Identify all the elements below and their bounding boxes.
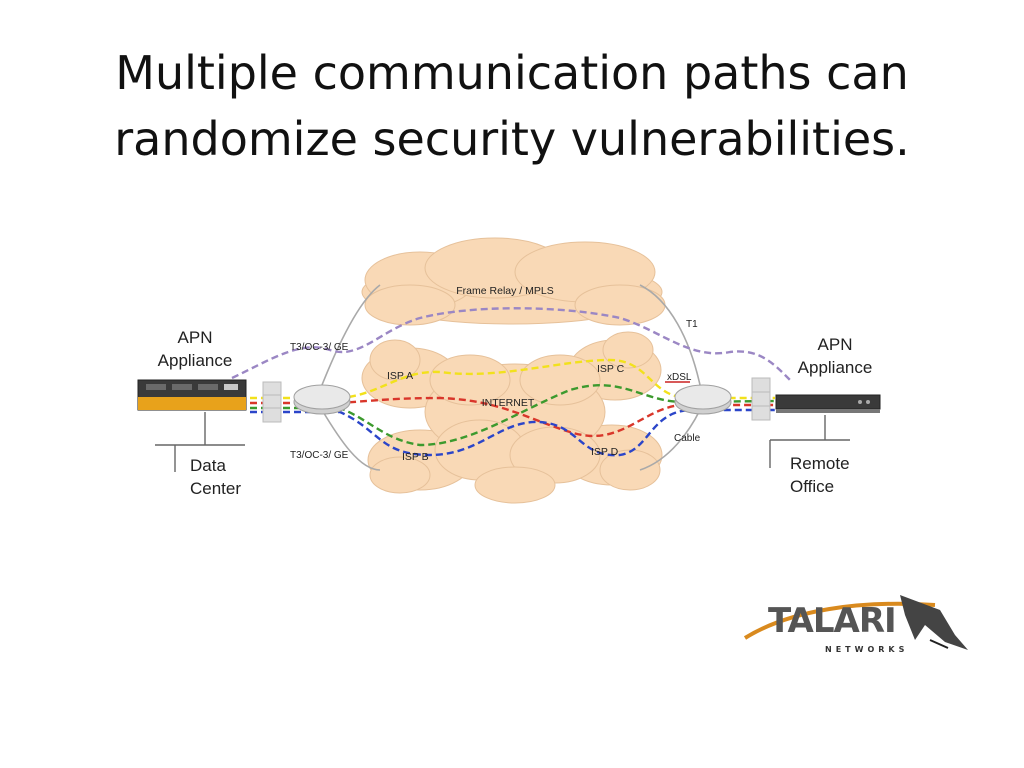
red-path (250, 396, 775, 438)
frame-relay-label: Frame Relay / MPLS (456, 285, 553, 297)
remote-office-label-line1: Remote (790, 454, 850, 473)
right-router-icon (674, 384, 732, 415)
falcon-talon-icon (929, 639, 949, 649)
remote-office-connector (769, 415, 850, 468)
right-firewall-icon (751, 377, 771, 421)
left-upper-link-label: T3/OC-3/ GE (290, 342, 349, 353)
slide-title-line1: Multiple communication paths can (115, 46, 909, 100)
right-apn-appliance (775, 394, 881, 413)
logo-sub-text: NETWORKS (825, 645, 908, 654)
frame-relay-cloud (361, 237, 666, 326)
cable-line (639, 409, 701, 471)
yellow-path (250, 358, 775, 400)
data-center-label-line2: Center (190, 479, 241, 498)
isp-d-label: ISP D (591, 446, 619, 458)
remote-office-label-line2: Office (790, 477, 834, 496)
data-center-connector (155, 412, 245, 472)
falcon-icon (900, 595, 968, 650)
logo-brand-text: TALARI (768, 601, 896, 641)
right-apn-label-line2: Appliance (798, 358, 873, 377)
left-trunk-upper-line (321, 284, 381, 386)
frame-relay-path (231, 307, 791, 381)
isp-a-label: ISP A (387, 370, 413, 382)
blue-path (250, 408, 775, 457)
data-center-label-line1: Data (190, 456, 226, 475)
t1-line (639, 284, 701, 386)
slide-title-line2: randomize security vulnerabilities. (114, 112, 910, 166)
left-lower-link-label: T3/OC-3/ GE (290, 450, 349, 461)
green-path (250, 384, 776, 447)
left-apn-label-line1: APN (178, 328, 213, 347)
left-trunk-lower-line (321, 409, 381, 471)
talari-logo: TALARI NETWORKS (743, 595, 968, 654)
t1-label: T1 (686, 319, 698, 330)
left-apn-appliance (137, 379, 247, 411)
left-apn-label-line2: Appliance (158, 351, 233, 370)
left-firewall-icon (262, 381, 282, 423)
left-router-icon (293, 384, 351, 415)
slide-title: Multiple communication paths can randomi… (0, 40, 1024, 172)
right-apn-label-line1: APN (818, 335, 853, 354)
isp-b-label: ISP B (402, 451, 429, 463)
isp-c-label: ISP C (597, 363, 625, 375)
cable-label: Cable (674, 433, 701, 444)
link-lines (321, 284, 701, 471)
xdsl-label: xDSL (667, 372, 692, 383)
internet-label: INTERNET (482, 397, 535, 409)
